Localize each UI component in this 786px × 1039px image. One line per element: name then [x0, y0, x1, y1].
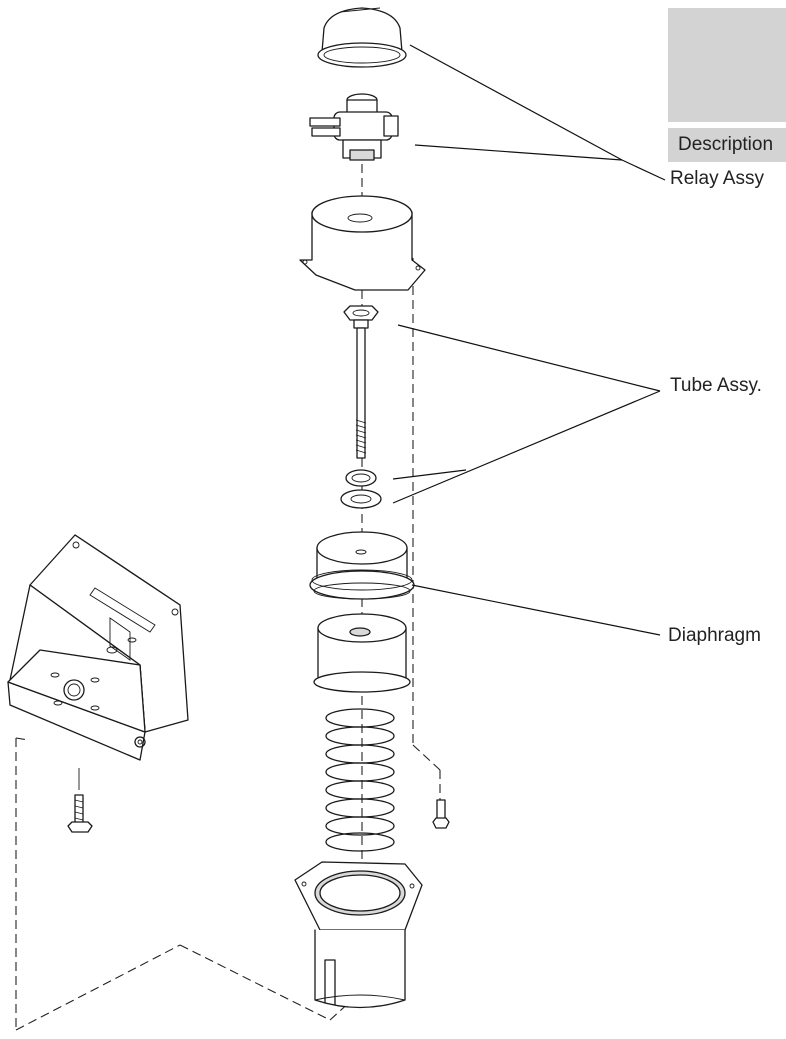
description-column-header: Description: [678, 134, 774, 155]
piston-cup: [313, 613, 411, 693]
callout-label-diaphragm: Diaphragm: [668, 625, 761, 646]
upper-housing: [299, 195, 426, 291]
spring: [325, 708, 395, 852]
bracket-screw: [67, 768, 93, 833]
washers: [340, 469, 382, 509]
callout-label-tube: Tube Assy.: [670, 375, 762, 396]
diaphragm-housing: [309, 531, 415, 600]
callout-label-relay: Relay Assy: [670, 168, 764, 189]
mounting-bracket: [7, 534, 189, 761]
base-outline: [15, 737, 353, 1031]
lower-housing: [294, 861, 423, 1009]
relay-body: [309, 93, 399, 161]
leader-lines: [392, 44, 666, 636]
tube-assembly: [343, 305, 379, 459]
relay-cap: [317, 7, 407, 68]
housing-screw: [432, 799, 450, 829]
table-header-row: [668, 128, 786, 162]
mounting-guide-line-2: [412, 744, 441, 771]
table-header-block: [668, 8, 786, 122]
